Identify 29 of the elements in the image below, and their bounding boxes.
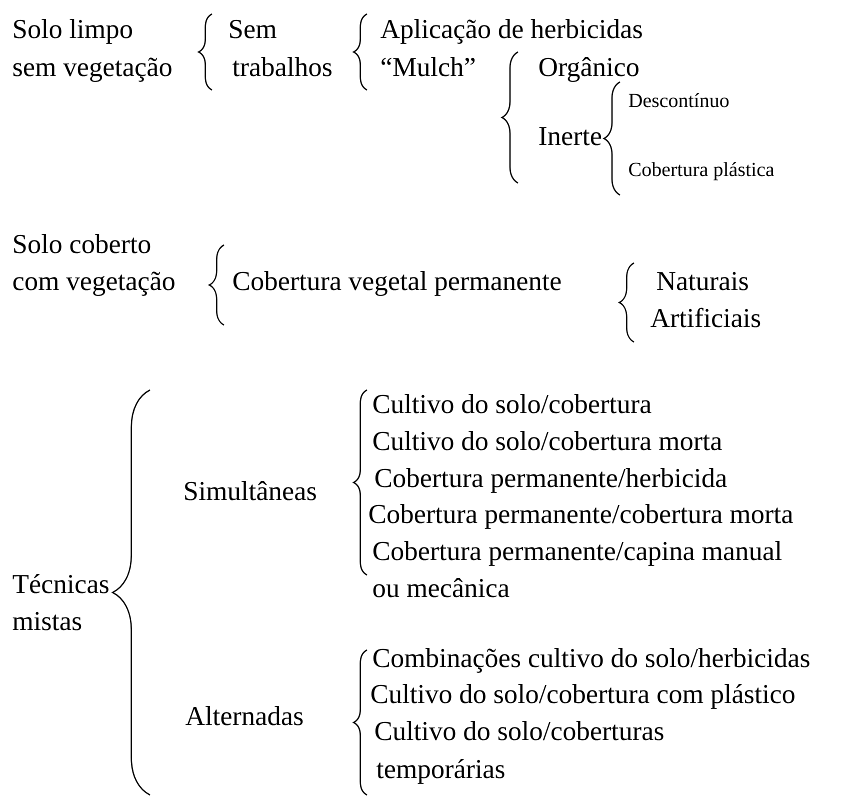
category-label: Cobertura plástica xyxy=(629,162,774,180)
category-label: Solo coberto xyxy=(14,234,150,254)
category-label: Combinações cultivo do solo/herbicidas xyxy=(373,648,810,673)
category-label: Inerte xyxy=(539,127,602,146)
category-label: Cultivo do solo/cobertura com plástico xyxy=(371,684,794,709)
category-label: Cobertura permanente/herbicida xyxy=(375,468,727,493)
category-label: trabalhos xyxy=(232,57,332,76)
category-label: Aplicação de herbicidas xyxy=(380,19,642,44)
category-label: ou mecânica xyxy=(373,578,510,598)
category-label: Artificiais xyxy=(650,308,760,328)
category-label: Descontínuo xyxy=(628,93,729,108)
category-label: temporárias xyxy=(376,759,504,784)
category-label: Solo limpo xyxy=(14,19,132,44)
category-label: mistas xyxy=(12,612,82,630)
category-label: Técnicas xyxy=(12,574,108,594)
category-label: Cobertura permanente/cobertura morta xyxy=(369,504,793,529)
category-label: Cultivo do solo/cobertura morta xyxy=(373,431,722,450)
category-label: “Mulch” xyxy=(382,57,475,76)
category-label: Cultivo do solo/cobertura xyxy=(373,394,652,414)
category-label: Cobertura vegetal permanente xyxy=(233,271,561,296)
category-label: Naturais xyxy=(657,272,748,290)
category-label: sem vegetação xyxy=(13,58,172,82)
category-label: Orgânico xyxy=(539,57,638,82)
category-label: Cobertura permanente/capina manual xyxy=(373,541,782,566)
category-label: Sem xyxy=(230,20,276,38)
category-label: Simultâneas xyxy=(185,481,316,500)
category-label: Alternadas xyxy=(186,706,303,726)
category-label: com vegetação xyxy=(13,272,174,296)
category-label: Cultivo do solo/coberturas xyxy=(375,721,664,740)
